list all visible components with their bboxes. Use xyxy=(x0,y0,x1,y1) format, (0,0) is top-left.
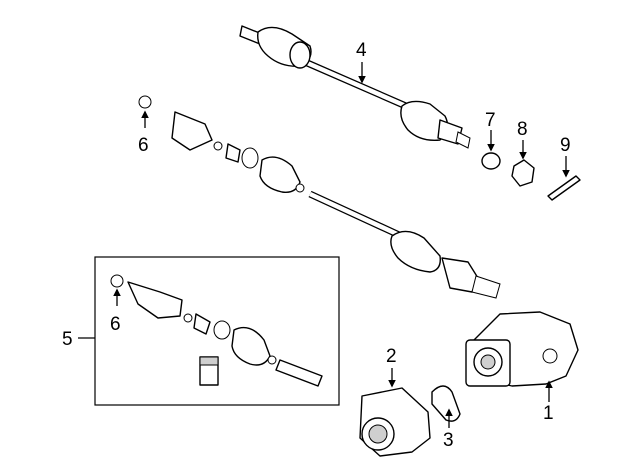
callout-7: 7 xyxy=(485,110,496,131)
callout-6-upper: 6 xyxy=(138,135,149,156)
differential-housing xyxy=(465,311,579,387)
leaders xyxy=(78,62,570,428)
callout-4: 4 xyxy=(356,40,367,61)
housing-cover xyxy=(359,387,431,457)
axle-shaft-lower xyxy=(171,111,501,299)
washer xyxy=(481,152,501,170)
boot-kit-box xyxy=(94,256,340,406)
callout-5: 5 xyxy=(62,329,73,350)
cotter-pin xyxy=(547,175,581,201)
callout-6-lower: 6 xyxy=(110,314,121,335)
axle-nut xyxy=(511,159,535,187)
callout-2: 2 xyxy=(386,346,397,367)
callout-1: 1 xyxy=(543,403,554,424)
axle-shaft-upper xyxy=(239,25,471,149)
callout-8: 8 xyxy=(517,119,528,140)
snap-ring-lower xyxy=(110,274,124,288)
callout-3: 3 xyxy=(443,430,454,451)
callout-9: 9 xyxy=(560,135,571,156)
snap-ring-upper xyxy=(138,95,152,109)
gasket xyxy=(431,385,461,422)
